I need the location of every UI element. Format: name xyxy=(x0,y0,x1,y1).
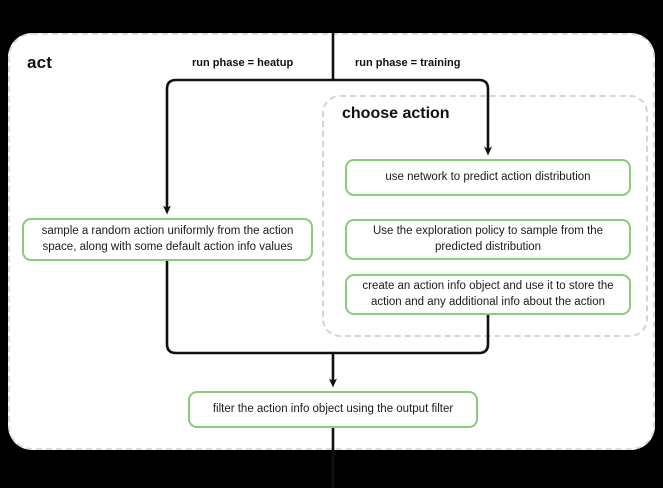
node-create-action-info[interactable]: create an action info object and use it … xyxy=(345,274,631,315)
node-sample-random-action[interactable]: sample a random action uniformly from th… xyxy=(22,218,313,261)
node-filter-action-info[interactable]: filter the action info object using the … xyxy=(188,391,478,428)
node-exploration-policy[interactable]: Use the exploration policy to sample fro… xyxy=(345,219,631,260)
edge-label-heatup: run phase = heatup xyxy=(192,57,294,69)
choose-action-group-label: choose action xyxy=(342,105,450,122)
act-group-label: act xyxy=(27,53,53,72)
edge-label-training: run phase = training xyxy=(355,57,461,69)
node-use-network[interactable]: use network to predict action distributi… xyxy=(345,159,631,196)
